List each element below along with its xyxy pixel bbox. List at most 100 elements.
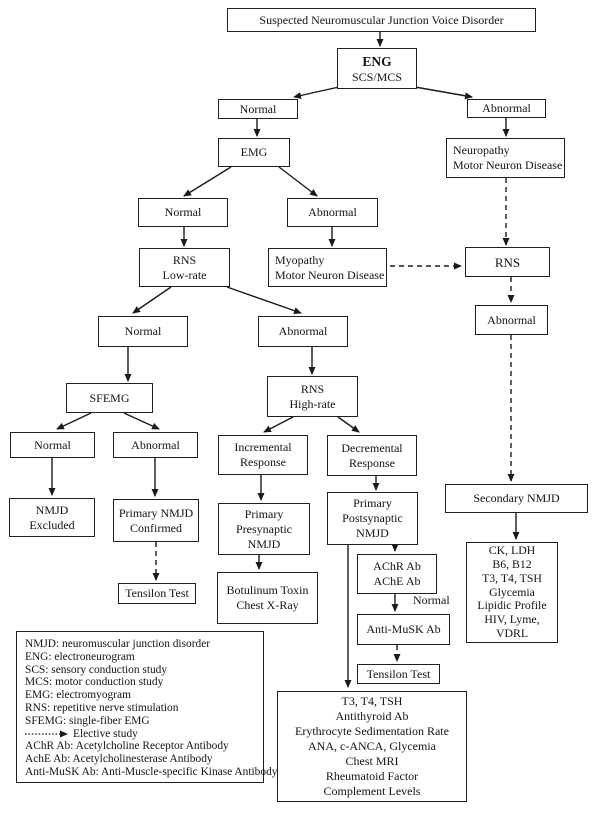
legend-item-text: RNS: repetitive nerve stimulation bbox=[25, 701, 179, 714]
legend-item: SFEMG: single-fiber EMG bbox=[25, 715, 255, 728]
node-text-line: B6, B12 bbox=[492, 557, 532, 571]
node-text-line: RNS bbox=[172, 252, 197, 267]
node-text-line: Tensilon Test bbox=[366, 666, 431, 681]
node-text-line: Normal bbox=[34, 437, 71, 452]
node-text-line: Motor Neuron Disease bbox=[453, 158, 563, 172]
node-text-line: Suspected Neuromuscular Junction Voice D… bbox=[259, 12, 504, 27]
legend-item: EMG: electromyogram bbox=[25, 689, 255, 702]
node-text-line: Myopathy bbox=[275, 252, 325, 267]
node-text-line: Chest MRI bbox=[345, 754, 399, 768]
node-emg-normal: Normal bbox=[138, 198, 228, 227]
edge-rns-high-rate-to-decremental-response bbox=[337, 416, 360, 433]
node-text-line: SCS/MCS bbox=[351, 69, 403, 84]
legend-item: Anti-MuSK Ab: Anti-Muscle-specific Kinas… bbox=[25, 766, 277, 779]
node-text-line: Secondary NMJD bbox=[473, 491, 560, 505]
legend-item-text: SCS: sensory conduction study bbox=[25, 663, 168, 676]
legend-item: AchE Ab: Acetylcholinesterase Antibody bbox=[25, 753, 255, 766]
legend-item-text: AchE Ab: Acetylcholinesterase Antibody bbox=[25, 753, 213, 766]
node-text-line: NMJD bbox=[35, 502, 69, 517]
node-rns-secondary-abnormal: Abnormal bbox=[475, 305, 548, 335]
legend-item: ENG: electroneurogram bbox=[25, 651, 255, 664]
legend-item: SCS: sensory conduction study bbox=[25, 664, 255, 677]
node-tensilon-test-1: Tensilon Test bbox=[118, 583, 196, 604]
edge-label-normal: Normal bbox=[413, 593, 450, 607]
legend-item-text: NMJD: neuromuscular junction disorder bbox=[25, 638, 211, 650]
node-rns-secondary: RNS bbox=[465, 247, 550, 277]
node-text-line: CK, LDH bbox=[488, 543, 536, 558]
legend-item: MCS: motor conduction study bbox=[25, 676, 255, 689]
node-text-line: EMG bbox=[240, 145, 268, 159]
node-text-line: Rheumatoid Factor bbox=[325, 769, 419, 783]
node-text-line: Postsynaptic bbox=[342, 511, 403, 525]
edge-emg-to-emg-abnormal bbox=[278, 166, 318, 197]
legend-item-text: EMG: electromyogram bbox=[25, 689, 131, 702]
node-tensilon-test-2: Tensilon Test bbox=[357, 664, 440, 684]
node-text-line: HIV, Lyme, bbox=[484, 612, 540, 627]
node-text-line: Normal bbox=[164, 205, 202, 219]
node-emg-abnormal: Abnormal bbox=[287, 198, 378, 227]
node-text-line: Abnormal bbox=[278, 324, 328, 338]
node-text-line: VDRL bbox=[495, 625, 529, 640]
node-text-line: AChE Ab bbox=[373, 574, 421, 588]
node-text-line: Primary NMJD bbox=[118, 505, 194, 520]
node-text-line: Normal bbox=[124, 324, 162, 338]
edge-emg-to-emg-normal bbox=[183, 166, 232, 197]
node-text-line: Glycemia bbox=[489, 584, 535, 599]
edge-rns-low-rate-to-rns-low-abnormal bbox=[226, 286, 302, 314]
legend-item-text: Elective study bbox=[73, 727, 138, 740]
node-text-line: ANA, c-ANCA, Glycemia bbox=[308, 739, 436, 753]
edge-rns-low-rate-to-rns-low-normal bbox=[132, 286, 172, 314]
node-text-line: Abnormal bbox=[131, 437, 180, 452]
node-text-line: Tensilon Test bbox=[125, 586, 189, 600]
node-text-line: Lipidic Profile bbox=[477, 598, 547, 613]
node-text-line: Response bbox=[349, 455, 395, 470]
node-text-line: T3, T4, TSH bbox=[341, 694, 403, 708]
node-text-line: Complement Levels bbox=[323, 784, 421, 798]
node-text-line: Abnormal bbox=[308, 205, 357, 219]
dashed-arrow-icon bbox=[25, 730, 69, 738]
edge-sfemg-to-sfemg-abnormal bbox=[123, 412, 160, 430]
node-text-line: Excluded bbox=[29, 517, 75, 532]
node-text-line: Erythrocyte Sedimentation Rate bbox=[295, 724, 449, 738]
node-eng-normal: Normal bbox=[218, 99, 298, 119]
node-text-line: NMJD bbox=[356, 526, 389, 540]
node-sfemg: SFEMG bbox=[66, 383, 153, 413]
node-anti-musk-ab: Anti-MuSK Ab bbox=[357, 614, 450, 645]
legend-item-text: SFEMG: single-fiber EMG bbox=[25, 714, 150, 727]
legend-item: AChR Ab: Acetylcholine Receptor Antibody bbox=[25, 740, 255, 753]
node-text-line: High-rate bbox=[289, 396, 336, 411]
node-text-line: RNS bbox=[494, 254, 521, 270]
node-text-line: Primary bbox=[244, 506, 284, 521]
node-text-line: Chest X-Ray bbox=[236, 598, 299, 612]
node-text-line: Low-rate bbox=[162, 267, 207, 282]
edge-rns-high-rate-to-incremental-response bbox=[263, 416, 294, 433]
node-rns-low-normal: Normal bbox=[98, 316, 188, 347]
node-text-line: NMJD bbox=[247, 536, 281, 551]
node-text-line: Response bbox=[240, 455, 286, 469]
node-rns-low-abnormal: Abnormal bbox=[258, 316, 348, 347]
node-secondary-nmjd: Secondary NMJD bbox=[445, 484, 588, 513]
edge-eng-scs-mcs-to-eng-normal bbox=[293, 86, 340, 99]
node-text-line: Anti-MuSK Ab bbox=[366, 622, 441, 636]
node-text-line: Abnormal bbox=[482, 101, 531, 115]
node-text-line: Antithyroid Ab bbox=[335, 709, 409, 723]
node-eng-abnormal: Abnormal bbox=[467, 99, 546, 118]
node-text-line: AChR Ab bbox=[373, 559, 421, 573]
